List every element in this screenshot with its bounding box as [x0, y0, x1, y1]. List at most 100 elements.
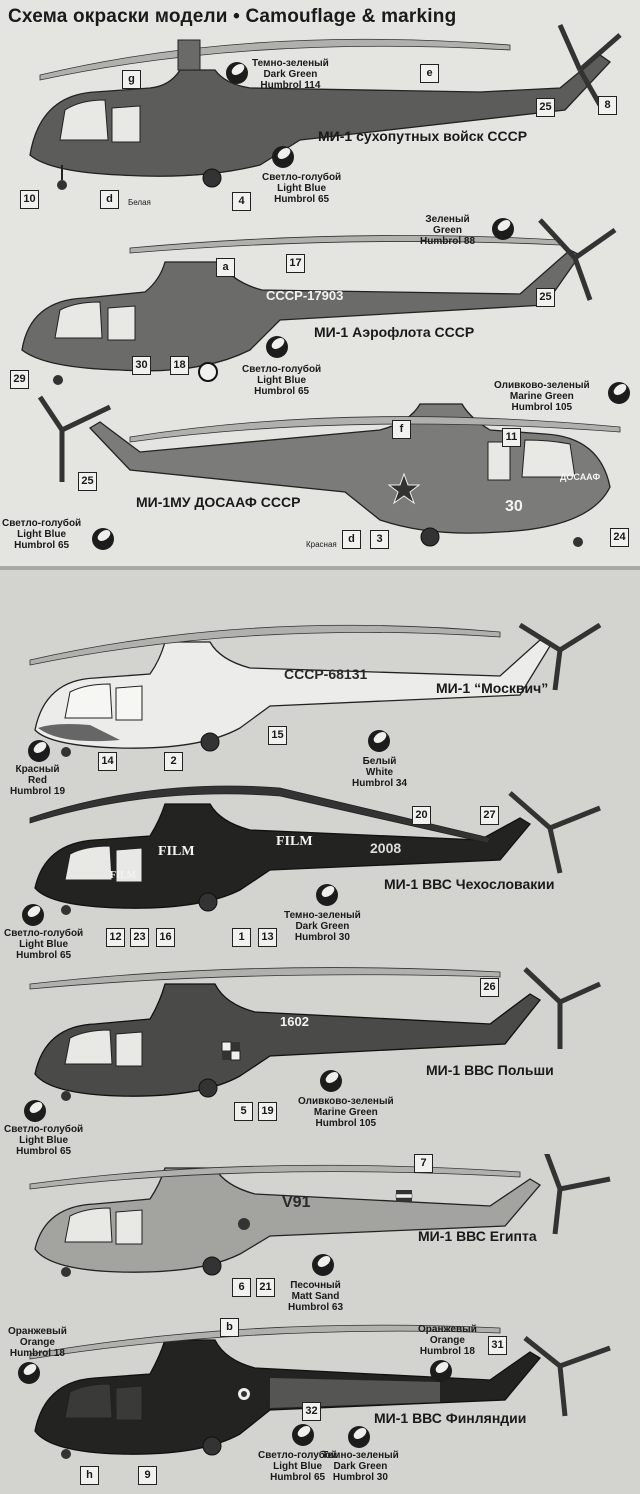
- callout-marker: f: [392, 420, 411, 439]
- note-text: Красная: [306, 540, 337, 549]
- registration-text: СССР-17903: [266, 288, 344, 303]
- callout-marker: 13: [258, 928, 277, 947]
- callout-marker: 32: [302, 1402, 321, 1421]
- profile-caption: МИ-1 ВВС Польши: [426, 1062, 554, 1078]
- callout-marker: 25: [536, 98, 555, 117]
- page-title: Схема окраски модели • Camouflage & mark…: [8, 6, 457, 27]
- film-text: FILM: [158, 844, 195, 859]
- callout-marker: a: [216, 258, 235, 277]
- callout-marker: h: [80, 1466, 99, 1485]
- color-swatch-icon: [28, 740, 50, 762]
- callout-marker: 9: [138, 1466, 157, 1485]
- callout-marker: 7: [414, 1154, 433, 1173]
- callout-marker: 26: [480, 978, 499, 997]
- helicopter-drawing: [29, 785, 601, 915]
- helicopter-drawing: [29, 967, 602, 1101]
- registration-text: 2008: [370, 840, 402, 856]
- registration-text: V91: [282, 1194, 311, 1211]
- helicopter-drawing: [21, 218, 617, 385]
- helicopter-drawing: [29, 23, 622, 190]
- color-swatch-icon: [368, 730, 390, 752]
- profile-caption: МИ-1 сухопутных войск СССР: [318, 128, 528, 144]
- callout-marker: 21: [256, 1278, 275, 1297]
- callout-marker: 20: [412, 806, 431, 825]
- callout-marker: 18: [170, 356, 189, 375]
- callout-marker: 31: [488, 1336, 507, 1355]
- callout-marker: 5: [234, 1102, 253, 1121]
- callout-marker: 10: [20, 190, 39, 209]
- callout-marker: 4: [232, 192, 251, 211]
- nose-text: ДОСААФ: [560, 472, 601, 482]
- helicopter-drawing: [29, 622, 602, 757]
- note-text: Белая: [128, 198, 151, 207]
- callout-marker: d: [342, 530, 361, 549]
- color-swatch-icon: [18, 1362, 40, 1384]
- callout-marker: 16: [156, 928, 175, 947]
- callout-marker: 25: [536, 288, 555, 307]
- profile-caption: МИ-1 ВВС Чехословакии: [384, 876, 555, 892]
- callout-marker: 30: [132, 356, 151, 375]
- color-swatch-icon: [272, 146, 294, 168]
- profile-caption: МИ-1 Аэрофлота СССР: [314, 324, 475, 340]
- callout-marker: 23: [130, 928, 149, 947]
- registration-text: HK-3: [270, 1384, 306, 1401]
- color-swatch-icon: [22, 904, 44, 926]
- film-text: FILM: [276, 834, 313, 849]
- callout-marker: 17: [286, 254, 305, 273]
- callout-marker: 19: [258, 1102, 277, 1121]
- color-swatch-icon: [492, 218, 514, 240]
- helicopter-drawing: [29, 1154, 611, 1277]
- color-swatch-icon: [226, 62, 248, 84]
- callout-marker: 25: [78, 472, 97, 491]
- helicopter-profile-5: FILM FILM FILM 2008 МИ-1 ВВС Чехословаки…: [0, 778, 640, 961]
- callout-marker: 12: [106, 928, 125, 947]
- color-swatch-icon: [266, 336, 288, 358]
- color-swatch-icon: [320, 1070, 342, 1092]
- callout-marker: b: [220, 1318, 239, 1337]
- profile-caption: МИ-1МУ ДОСААФ СССР: [136, 494, 301, 510]
- color-swatch-icon: [608, 382, 630, 404]
- helicopter-drawing: [29, 1324, 611, 1459]
- callout-marker: d: [100, 190, 119, 209]
- callout-marker: 24: [610, 528, 629, 547]
- profile-caption: МИ-1 ВВС Египта: [418, 1228, 537, 1244]
- profile-caption: МИ-1 “Москвич”: [436, 680, 549, 696]
- registration-text: 1602: [280, 1014, 309, 1029]
- callout-marker: g: [122, 70, 141, 89]
- helicopter-drawing: [37, 395, 621, 547]
- callout-marker: 3: [370, 530, 389, 549]
- color-swatch-icon: [316, 884, 338, 906]
- color-swatch-icon: [24, 1100, 46, 1122]
- callout-marker: 2: [164, 752, 183, 771]
- callout-marker: 11: [502, 428, 521, 447]
- profile-caption: МИ-1 ВВС Финляндии: [374, 1410, 527, 1426]
- callout-marker: e: [420, 64, 439, 83]
- color-swatch-icon: [312, 1254, 334, 1276]
- color-swatch-icon: [92, 528, 114, 550]
- film-text: FILM: [110, 870, 137, 881]
- color-swatch-icon: [430, 1360, 452, 1382]
- registration-text: СССР-68131: [284, 666, 368, 682]
- callout-marker: 15: [268, 726, 287, 745]
